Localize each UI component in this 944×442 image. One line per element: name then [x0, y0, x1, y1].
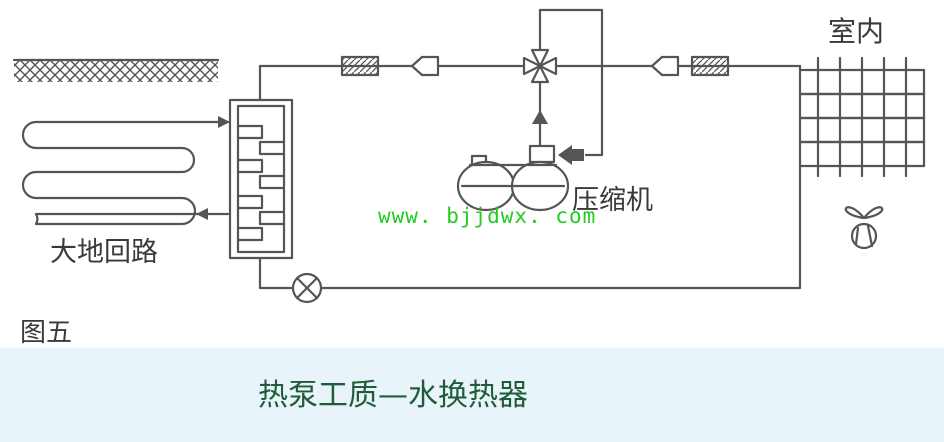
filter-drier-left: [340, 55, 380, 77]
arrow-into-exchanger-icon: [218, 116, 230, 128]
ground-surface-hatch: [12, 58, 220, 82]
caption-band: [0, 348, 944, 442]
filter-drier-right: [690, 55, 730, 77]
compressor-discharge-line: [538, 8, 604, 157]
watermark-url: www. bjjdwx. com: [378, 204, 597, 228]
indoor-label: 室内: [828, 15, 885, 48]
expansion-valve: [291, 272, 323, 304]
indoor-coil: [798, 56, 926, 178]
compressor-label: 压缩机: [572, 185, 653, 216]
arrow-suction-icon: [558, 145, 584, 165]
check-valve-right: [650, 55, 680, 77]
water-heat-exchanger: [228, 98, 294, 260]
ground-loop-coil: [21, 120, 230, 226]
figure-number-label: 图五: [20, 318, 73, 348]
ground-loop-label: 大地回路: [50, 237, 158, 268]
check-valve-left: [410, 55, 440, 77]
heat-pump-diagram: [12, 8, 926, 304]
compressor: [456, 144, 570, 212]
arrow-out-of-exchanger-icon: [196, 208, 208, 220]
four-way-valve: [522, 48, 558, 84]
fan-icon: [844, 206, 884, 250]
refrigerant-loop: [258, 64, 802, 290]
arrow-up-icon: [532, 110, 548, 124]
caption-title: 热泵工质—水换热器: [258, 378, 528, 413]
